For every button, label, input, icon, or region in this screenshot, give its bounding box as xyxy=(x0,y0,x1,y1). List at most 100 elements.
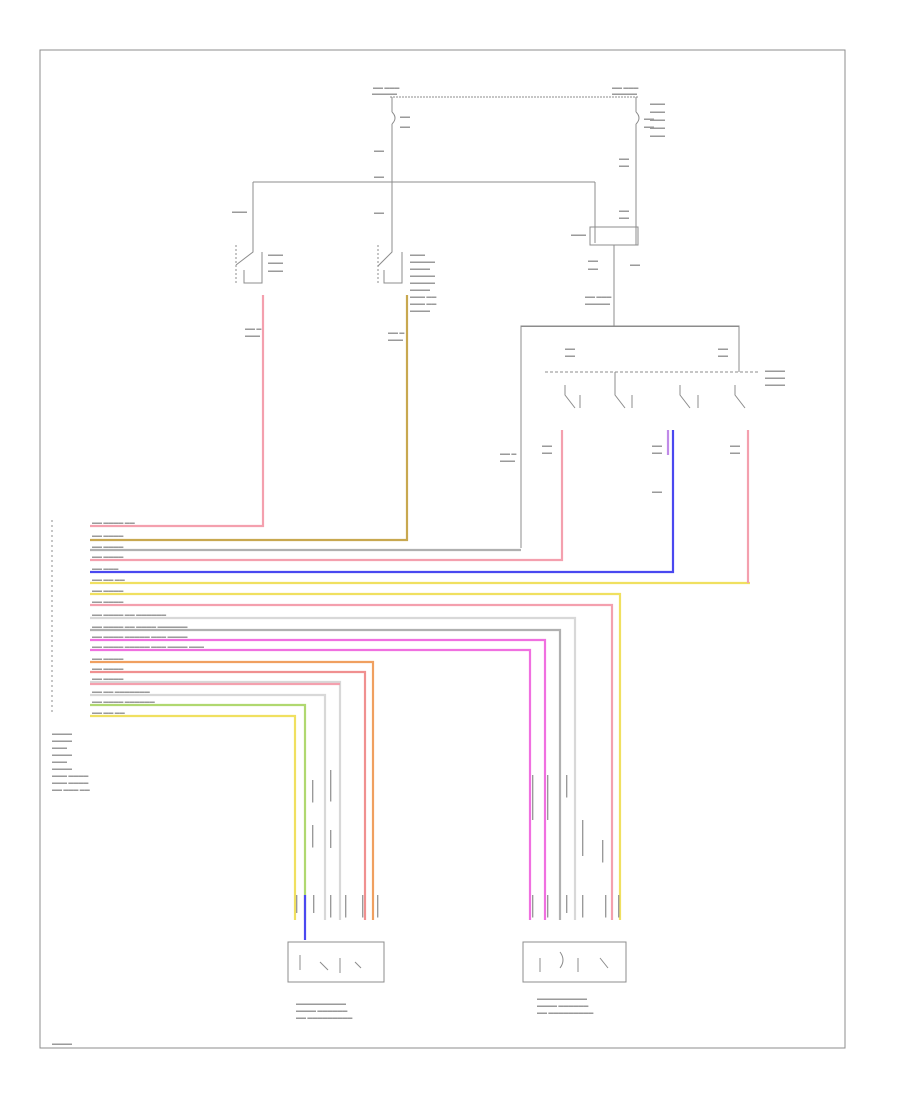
svg-text:▬▬ ▬: ▬▬ ▬ xyxy=(500,451,516,457)
svg-text:▬▬ ▬▬▬▬: ▬▬ ▬▬▬▬ xyxy=(92,554,123,560)
svg-text:▬▬▬▬: ▬▬▬▬ xyxy=(52,731,72,737)
svg-text:▬▬ ▬▬▬▬: ▬▬ ▬▬▬▬ xyxy=(92,599,123,605)
svg-text:▬▬▬▬▬▬▬▬▬▬: ▬▬▬▬▬▬▬▬▬▬ xyxy=(546,775,551,821)
svg-text:▬▬: ▬▬ xyxy=(652,443,662,449)
svg-text:▬▬ ▬: ▬▬ ▬ xyxy=(245,326,261,332)
svg-text:▬▬▬: ▬▬▬ xyxy=(571,232,586,238)
svg-text:▬▬ ▬▬▬▬: ▬▬ ▬▬▬▬ xyxy=(92,533,123,539)
svg-text:▬▬ ▬▬▬▬▬▬▬▬▬: ▬▬ ▬▬▬▬▬▬▬▬▬ xyxy=(537,1010,593,1016)
svg-text:▬▬ ▬▬▬: ▬▬ ▬▬▬ xyxy=(92,566,118,572)
svg-text:▬▬▬▬: ▬▬▬▬ xyxy=(765,368,785,374)
svg-text:▬▬▬▬: ▬▬▬▬ xyxy=(52,766,72,772)
clutch-switch: ▬▬▬ ▬▬ ▬▬▬ ▬▬▬▬ ▬▬▬▬▬ ▬▬▬▬▬ ▬▬▬▬ ▬▬▬ ▬▬ ▬… xyxy=(377,245,436,343)
diagram-border xyxy=(39,49,846,1049)
svg-text:▬▬ ▬▬▬▬ ▬▬ ▬▬▬▬ ▬▬▬▬▬▬: ▬▬ ▬▬▬▬ ▬▬ ▬▬▬▬ ▬▬▬▬▬▬ xyxy=(92,624,188,630)
svg-text:▬▬▬▬: ▬▬▬▬ xyxy=(765,382,785,388)
svg-text:▬▬: ▬▬ xyxy=(374,174,384,180)
svg-text:▬▬▬▬: ▬▬▬▬ xyxy=(410,287,430,293)
svg-text:▬▬▬▬▬: ▬▬▬▬▬ xyxy=(604,895,609,918)
svg-text:▬▬▬: ▬▬▬ xyxy=(650,101,665,107)
svg-text:▬▬ ▬▬▬▬: ▬▬ ▬▬▬▬ xyxy=(92,676,123,682)
fuse-left: ▬▬ ▬▬ ▬▬ ▬▬ ▬▬ xyxy=(374,97,410,245)
svg-text:▬▬▬▬ ▬▬▬▬▬▬: ▬▬▬▬ ▬▬▬▬▬▬ xyxy=(296,1008,347,1014)
svg-text:▬▬▬▬▬▬▬▬▬▬: ▬▬▬▬▬▬▬▬▬▬ xyxy=(537,996,587,1002)
svg-text:▬▬▬▬▬: ▬▬▬▬▬ xyxy=(410,273,435,279)
svg-text:▬▬ ▬▬▬▬ ▬▬ ▬▬▬▬▬▬: ▬▬ ▬▬▬▬ ▬▬ ▬▬▬▬▬▬ xyxy=(92,612,166,618)
svg-text:▬▬▬▬▬: ▬▬▬▬▬ xyxy=(581,895,586,918)
svg-text:▬▬: ▬▬ xyxy=(619,156,629,162)
svg-text:▬▬: ▬▬ xyxy=(374,210,384,216)
svg-text:▬▬▬▬▬: ▬▬▬▬▬ xyxy=(565,775,570,798)
svg-text:▬▬▬: ▬▬▬ xyxy=(650,109,665,115)
svg-text:▬▬: ▬▬ xyxy=(730,443,740,449)
svg-text:▬▬▬▬: ▬▬▬▬ xyxy=(329,830,334,849)
svg-text:▬▬ ▬▬▬: ▬▬ ▬▬▬ xyxy=(612,85,638,91)
svg-text:▬▬▬ ▬▬: ▬▬▬ ▬▬ xyxy=(410,294,436,300)
svg-text:▬▬: ▬▬ xyxy=(588,258,598,264)
svg-text:▬▬▬: ▬▬▬ xyxy=(232,209,247,215)
svg-text:▬▬▬▬▬▬▬▬▬▬: ▬▬▬▬▬▬▬▬▬▬ xyxy=(531,775,536,821)
svg-text:▬▬▬▬▬: ▬▬▬▬▬ xyxy=(311,825,316,848)
svg-text:▬▬▬▬▬: ▬▬▬▬▬ xyxy=(546,895,551,918)
svg-text:▬▬ ▬▬▬: ▬▬ ▬▬▬ xyxy=(373,85,399,91)
svg-text:▬▬▬: ▬▬▬ xyxy=(410,252,425,258)
svg-text:▬▬▬: ▬▬▬ xyxy=(650,125,665,131)
svg-text:▬▬▬▬▬: ▬▬▬▬▬ xyxy=(531,895,536,918)
svg-text:▬▬▬▬▬: ▬▬▬▬▬ xyxy=(601,840,606,863)
accelerator-pedal-sensor-connector: ▬▬▬▬▬▬▬▬▬▬ ▬▬▬▬ ▬▬▬▬▬▬ ▬▬ ▬▬▬▬▬▬▬▬▬ xyxy=(522,941,627,1016)
svg-text:▬▬▬▬▬: ▬▬▬▬▬ xyxy=(344,895,349,918)
svg-text:▬▬▬ ▬▬▬▬: ▬▬▬ ▬▬▬▬ xyxy=(52,780,88,786)
svg-text:▬▬▬▬▬: ▬▬▬▬▬ xyxy=(612,91,637,97)
svg-text:▬▬ ▬▬▬▬: ▬▬ ▬▬▬▬ xyxy=(92,656,123,662)
svg-text:▬▬▬▬: ▬▬▬▬ xyxy=(410,308,430,314)
svg-text:▬▬ ▬▬▬▬: ▬▬ ▬▬▬▬ xyxy=(92,666,123,672)
svg-text:▬▬▬▬: ▬▬▬▬ xyxy=(52,738,72,744)
svg-text:▬▬▬▬ ▬▬▬▬▬▬: ▬▬▬▬ ▬▬▬▬▬▬ xyxy=(537,1003,588,1009)
svg-text:▬▬ ▬▬▬▬ ▬▬▬▬▬▬: ▬▬ ▬▬▬▬ ▬▬▬▬▬▬ xyxy=(92,699,155,705)
svg-text:▬▬▬▬▬▬▬: ▬▬▬▬▬▬▬ xyxy=(329,770,334,802)
svg-text:▬▬▬: ▬▬▬ xyxy=(268,252,283,258)
cruise-control-switch: ▬▬▬▬ ▬▬▬▬ ▬▬▬▬ ▬▬ ▬▬ ▬▬ ▬▬ ▬▬ ▬ ▬▬▬ ▬▬ ▬… xyxy=(500,325,785,548)
svg-text:▬▬ ▬▬▬▬ ▬▬▬▬▬ ▬▬▬ ▬▬▬▬: ▬▬ ▬▬▬▬ ▬▬▬▬▬ ▬▬▬ ▬▬▬▬ xyxy=(92,634,188,640)
svg-text:▬▬: ▬▬ xyxy=(619,215,629,221)
svg-text:▬▬▬▬▬▬▬▬▬▬: ▬▬▬▬▬▬▬▬▬▬ xyxy=(296,1001,346,1007)
svg-text:▬▬▬: ▬▬▬ xyxy=(650,117,665,123)
engine-control-module: ▬▬▬▬ ▬▬▬▬ ▬▬▬ ▬▬▬▬ ▬▬▬ ▬▬▬▬ ▬▬▬ ▬▬▬▬ ▬▬▬… xyxy=(51,520,90,793)
svg-text:▬▬: ▬▬ xyxy=(718,346,728,352)
svg-text:▬▬▬▬: ▬▬▬▬ xyxy=(565,895,570,914)
svg-text:▬▬▬▬▬: ▬▬▬▬▬ xyxy=(410,259,435,265)
svg-text:▬▬▬: ▬▬▬ xyxy=(52,759,67,765)
svg-text:▬▬: ▬▬ xyxy=(400,124,410,130)
svg-text:▬▬▬▬▬: ▬▬▬▬▬ xyxy=(585,301,610,307)
svg-text:▬▬ ▬▬ ▬▬: ▬▬ ▬▬ ▬▬ xyxy=(92,577,125,583)
svg-text:▬▬▬▬▬: ▬▬▬▬▬ xyxy=(311,780,316,803)
svg-text:▬▬ ▬: ▬▬ ▬ xyxy=(388,330,404,336)
svg-text:▬▬▬: ▬▬▬ xyxy=(52,745,67,751)
svg-text:▬▬▬▬: ▬▬▬▬ xyxy=(295,895,300,914)
svg-text:▬▬: ▬▬ xyxy=(718,353,728,359)
svg-text:▬▬: ▬▬ xyxy=(588,266,598,272)
svg-text:▬▬: ▬▬ xyxy=(630,262,640,268)
svg-text:▬▬ ▬▬▬▬: ▬▬ ▬▬▬▬ xyxy=(92,544,123,550)
svg-text:▬▬▬ ▬▬▬▬: ▬▬▬ ▬▬▬▬ xyxy=(52,773,88,779)
svg-text:▬▬▬▬▬: ▬▬▬▬▬ xyxy=(376,895,381,918)
svg-text:▬▬ ▬▬ ▬▬: ▬▬ ▬▬ ▬▬ xyxy=(92,710,125,716)
svg-text:▬▬: ▬▬ xyxy=(644,116,654,122)
svg-text:▬▬: ▬▬ xyxy=(542,443,552,449)
svg-text:▬▬▬▬▬▬▬▬: ▬▬▬▬▬▬▬▬ xyxy=(581,820,586,857)
svg-text:▬▬: ▬▬ xyxy=(565,353,575,359)
svg-text:▬▬▬▬: ▬▬▬▬ xyxy=(52,752,72,758)
svg-text:▬▬▬: ▬▬▬ xyxy=(650,133,665,139)
svg-text:▬▬: ▬▬ xyxy=(565,346,575,352)
svg-text:▬▬ ▬▬▬▬▬▬▬▬▬: ▬▬ ▬▬▬▬▬▬▬▬▬ xyxy=(296,1015,352,1021)
svg-text:▬▬ ▬▬ ▬▬▬▬▬▬▬: ▬▬ ▬▬ ▬▬▬▬▬▬▬ xyxy=(92,689,150,695)
svg-text:▬▬ ▬▬▬▬ ▬▬: ▬▬ ▬▬▬▬ ▬▬ xyxy=(92,520,135,526)
svg-text:▬▬ ▬▬▬▬ ▬▬▬▬▬ ▬▬▬ ▬▬▬▬ ▬▬▬: ▬▬ ▬▬▬▬ ▬▬▬▬▬ ▬▬▬ ▬▬▬▬ ▬▬▬ xyxy=(92,644,204,650)
throttle-position-sensor-connector: ▬▬▬▬▬▬▬▬▬▬ ▬▬▬▬ ▬▬▬▬▬▬ ▬▬ ▬▬▬▬▬▬▬▬▬ xyxy=(287,941,385,1021)
svg-text:▬▬▬ ▬▬: ▬▬▬ ▬▬ xyxy=(410,301,436,307)
svg-text:▬▬: ▬▬ xyxy=(730,450,740,456)
svg-text:▬▬▬▬▬: ▬▬▬▬▬ xyxy=(617,895,622,918)
power-bus: ▬▬ ▬▬▬ ▬▬▬▬▬ ▬▬ ▬▬▬ ▬▬▬▬▬ ▬▬▬ ▬▬▬ ▬▬▬ ▬▬… xyxy=(372,85,665,139)
svg-text:▬▬: ▬▬ xyxy=(400,114,410,120)
